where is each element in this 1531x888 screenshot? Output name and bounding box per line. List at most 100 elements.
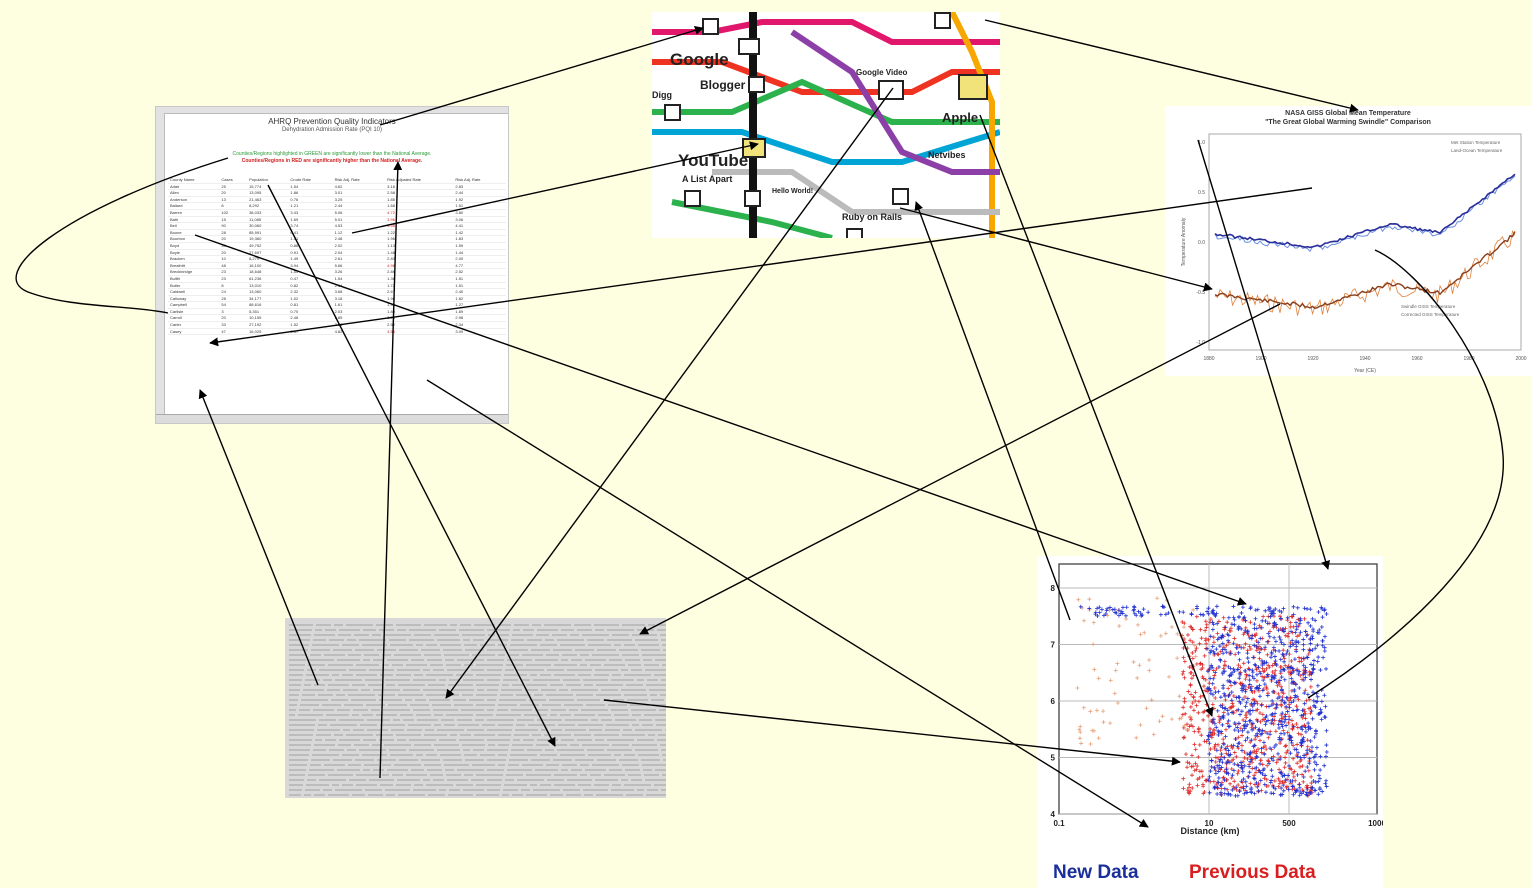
text-word [379,629,394,631]
scatter-point [1247,719,1252,724]
text-word [410,704,429,706]
scatter-point [1299,743,1304,748]
scatter-point [1245,651,1250,656]
scatter-point [1185,788,1190,793]
scatter-point [1303,688,1308,693]
text-word [344,704,363,706]
text-word [498,654,505,656]
scatter-point [1219,635,1224,640]
table-cell: Allen [168,189,220,197]
scatter-point [1243,694,1248,699]
scatter-point [1313,752,1318,757]
text-word [614,714,629,716]
scatter-point [1134,735,1139,740]
text-word [289,704,297,706]
scatter-point [1314,745,1319,750]
scatter-point [1239,779,1244,784]
scatter-point [1238,681,1243,686]
scatter-point [1317,711,1322,716]
scatter-point [1310,745,1315,750]
scatter-point [1241,661,1246,666]
scatter-point [1248,686,1253,691]
text-word [462,694,473,696]
table-cell: Caldwell [168,288,220,296]
scatter-point [1288,620,1293,625]
text-word [289,779,304,781]
table-cell: 2.83 [453,183,506,191]
text-word [400,714,413,716]
scatter-point [1216,780,1221,785]
text-word [594,674,609,676]
table-cell: 8,292 [247,202,289,210]
station-marker [878,80,904,100]
table-cell: 2.14 [332,282,386,290]
scatter-point [1104,608,1109,613]
text-word [332,784,339,786]
scatter-point [1260,728,1265,733]
text-word [585,769,606,771]
scatter-point [1295,772,1300,777]
scatter-point [1241,786,1246,791]
scatter-point [1248,759,1253,764]
scatter-point [1238,682,1243,687]
scatter-point [1288,644,1293,649]
text-word [450,734,457,736]
text-word [289,789,302,791]
scatter-point [1207,790,1212,795]
text-word [446,664,461,666]
scatter-point [1297,621,1302,626]
scatter-point [1296,672,1301,677]
text-word [595,629,604,631]
table-cell: 1.36 [385,275,454,283]
scatter-point [1199,636,1204,641]
scatter-point [1244,790,1249,795]
text-word [289,709,296,711]
text-word [378,694,395,696]
text-word [449,679,460,681]
scatter-point [1303,716,1308,721]
scatter-point [1213,696,1218,701]
table-cell: 85,991 [247,229,289,237]
scatter-point [1206,733,1211,738]
text-word [547,779,564,781]
scatter-point [1291,612,1296,617]
scatter-point [1301,647,1306,652]
text-word [444,654,469,656]
scatter-point [1319,688,1324,693]
scatter-point [1157,719,1162,724]
scatter-point [1243,779,1248,784]
scatter-point [1303,675,1308,680]
scatter-point [1265,672,1270,677]
text-word [459,739,484,741]
scatter-point [1248,751,1253,756]
scatter-point [1216,714,1221,719]
scatter-point [1227,692,1232,697]
text-word [369,669,394,671]
text-word [526,664,551,666]
x-tick-label: 1000 [1368,819,1383,828]
scatter-point [1222,755,1227,760]
text-word [434,634,459,636]
text-word [560,644,585,646]
text-word [647,789,658,791]
scatter-point [1297,669,1302,674]
scatter-point [1253,770,1258,775]
text-word [503,789,518,791]
scatter-point [1236,769,1241,774]
scatter-point [1273,729,1278,734]
scatter-point [1253,725,1258,730]
scatter-point [1231,667,1236,672]
text-word [365,789,382,791]
scatter-point [1292,769,1297,774]
table-cell: 10 [219,255,248,263]
scatter-point [1232,617,1237,622]
scatter-point [1097,610,1102,615]
text-word [399,759,418,761]
scatter-point [1183,752,1188,757]
scatter-point [1219,745,1224,750]
scatter-point [1236,615,1241,620]
scatter-point [1211,727,1216,732]
text-word [289,689,300,691]
table-cell: 1.86 [288,189,333,197]
